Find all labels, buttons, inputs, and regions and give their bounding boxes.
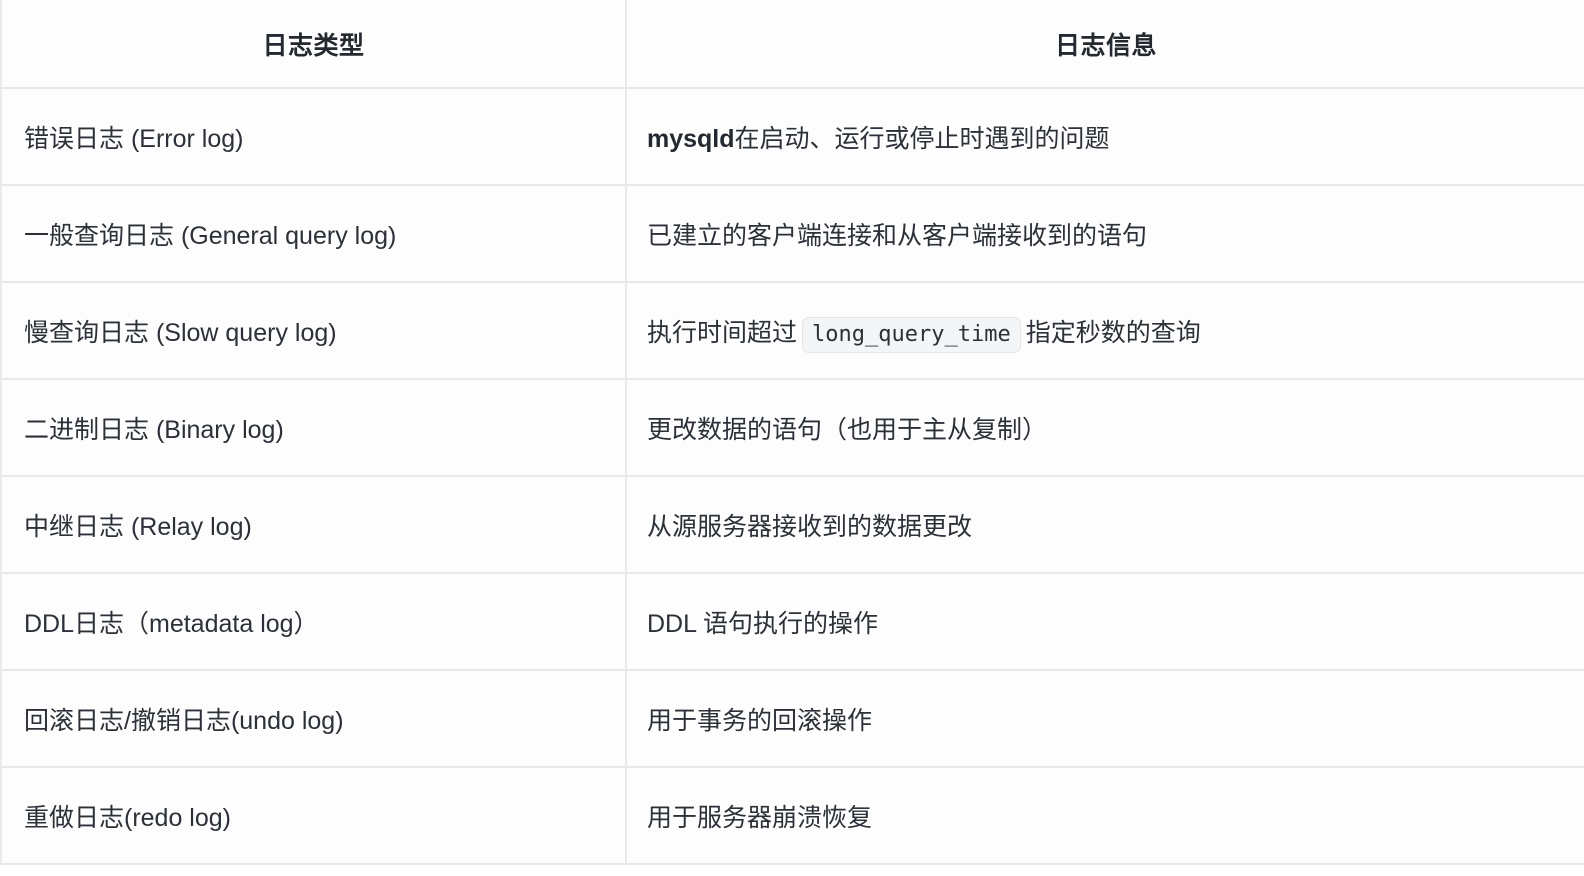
table-row: DDL日志（metadata log） DDL 语句执行的操作 xyxy=(0,573,1584,671)
column-header-log-type: 日志类型 xyxy=(0,0,627,89)
cell-log-type: 重做日志(redo log) xyxy=(0,767,627,865)
cell-log-type: 二进制日志 (Binary log) xyxy=(0,379,627,477)
cell-log-info: 用于事务的回滚操作 xyxy=(626,670,1584,768)
cell-log-type: 错误日志 (Error log) xyxy=(0,88,627,186)
table-row: 重做日志(redo log) 用于服务器崩溃恢复 xyxy=(0,767,1584,865)
table-header: 日志类型 日志信息 xyxy=(0,0,1584,89)
cell-log-info: 从源服务器接收到的数据更改 xyxy=(626,476,1584,574)
cell-log-type: 慢查询日志 (Slow query log) xyxy=(0,282,627,380)
cell-log-info: 更改数据的语句（也用于主从复制） xyxy=(626,379,1584,477)
cell-log-info: DDL 语句执行的操作 xyxy=(626,573,1584,671)
cell-log-info-prefix: 执行时间超过 xyxy=(647,318,798,347)
cell-log-type: 中继日志 (Relay log) xyxy=(0,476,627,574)
cell-log-info: mysqld在启动、运行或停止时遇到的问题 xyxy=(626,88,1584,186)
cell-log-type: 回滚日志/撤销日志(undo log) xyxy=(0,670,627,768)
table-body: 错误日志 (Error log) mysqld在启动、运行或停止时遇到的问题 一… xyxy=(0,88,1584,865)
table-row: 二进制日志 (Binary log) 更改数据的语句（也用于主从复制） xyxy=(0,379,1584,477)
table-row: 回滚日志/撤销日志(undo log) 用于事务的回滚操作 xyxy=(0,670,1584,768)
cell-log-type: 一般查询日志 (General query log) xyxy=(0,185,627,283)
long-query-time-code: long_query_time xyxy=(802,316,1021,353)
mysqld-term: mysqld xyxy=(647,124,735,153)
column-header-log-info: 日志信息 xyxy=(626,0,1584,89)
cell-log-info-rest: 在启动、运行或停止时遇到的问题 xyxy=(734,124,1110,153)
table-row: 错误日志 (Error log) mysqld在启动、运行或停止时遇到的问题 xyxy=(0,88,1584,186)
header-row: 日志类型 日志信息 xyxy=(0,0,1584,89)
table-row: 一般查询日志 (General query log) 已建立的客户端连接和从客户… xyxy=(0,185,1584,283)
table-row: 中继日志 (Relay log) 从源服务器接收到的数据更改 xyxy=(0,476,1584,574)
cell-log-type: DDL日志（metadata log） xyxy=(0,573,627,671)
cell-log-info: 已建立的客户端连接和从客户端接收到的语句 xyxy=(626,185,1584,283)
cell-log-info-suffix: 指定秒数的查询 xyxy=(1025,318,1201,347)
cell-log-info: 用于服务器崩溃恢复 xyxy=(626,767,1584,865)
